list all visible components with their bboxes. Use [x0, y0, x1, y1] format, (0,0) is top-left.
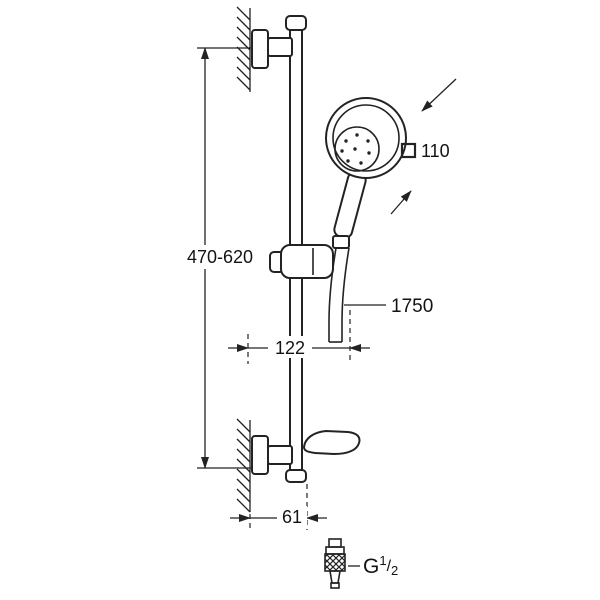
square-symbol-icon [400, 142, 417, 159]
head-size-label: 110 [421, 141, 450, 161]
hose-length-label: 1750 [391, 296, 433, 317]
dimension-head-size: 110 [390, 78, 457, 215]
bottom-wall-hatching [236, 418, 251, 513]
top-wall-bracket [251, 29, 293, 69]
connector-thread-hatch [324, 553, 346, 572]
bottom-wall-bracket [251, 429, 361, 475]
dimension-offset-61: 61 [230, 484, 327, 530]
dimension-rail-height: 470-620 [187, 47, 253, 469]
hose-nut [332, 235, 350, 249]
rail-height-label: 470-620 [187, 247, 253, 267]
spray-nozzles [340, 133, 371, 165]
spray-face [334, 126, 380, 172]
shower-hose [328, 247, 350, 343]
thread-callout: G1/2 [348, 553, 398, 578]
connector-nipple [328, 538, 342, 548]
head-size-arrow-lower [390, 190, 412, 215]
soap-tray [302, 429, 361, 456]
connector-collar [325, 546, 345, 555]
hand-shower-handle [333, 171, 367, 239]
connector-tip [329, 570, 341, 584]
thread-label: G1/2 [363, 553, 398, 578]
rail-bottom-cap [285, 469, 307, 483]
dimension-offset-122: 122 [228, 310, 370, 364]
head-size-arrow-upper [421, 78, 457, 112]
hand-shower [325, 97, 407, 249]
hand-shower-head [325, 97, 407, 179]
offset-61-label: 61 [282, 507, 302, 527]
slide-holder [269, 244, 334, 279]
hose-length-callout: 1750 [344, 296, 433, 317]
top-wall-hatching [236, 6, 251, 92]
rail-top-cap [285, 15, 307, 31]
offset-122-label: 122 [275, 338, 305, 358]
outlet-connector [324, 538, 346, 589]
